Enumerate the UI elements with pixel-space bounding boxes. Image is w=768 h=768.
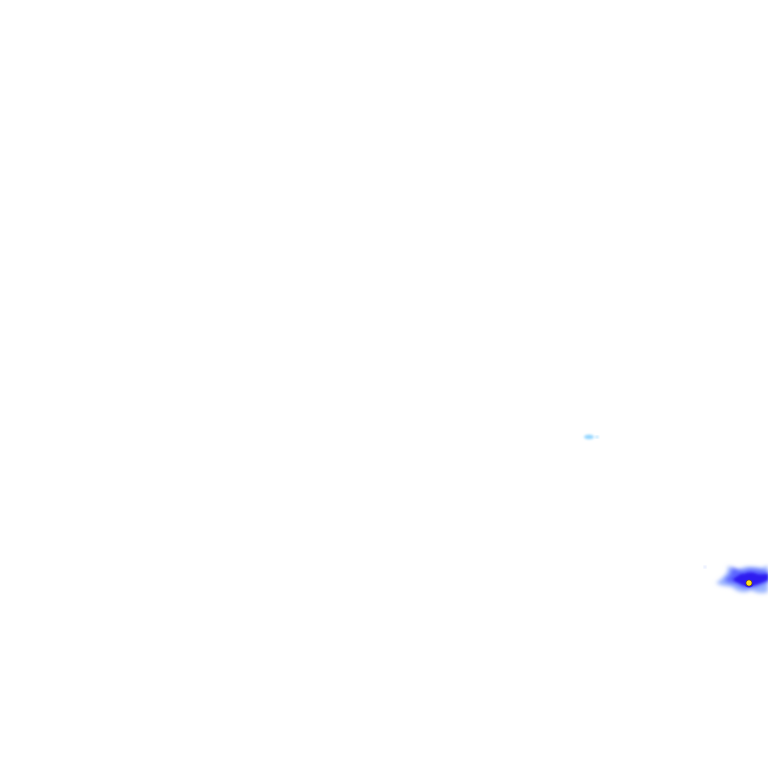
faint-speck-tail <box>595 436 599 438</box>
cluster-stray-dot <box>704 566 706 568</box>
main-cluster-blob <box>704 566 768 594</box>
faint-speck-blob <box>584 434 599 440</box>
cluster-peak-point <box>745 579 753 587</box>
faint-speck-core <box>584 434 594 440</box>
